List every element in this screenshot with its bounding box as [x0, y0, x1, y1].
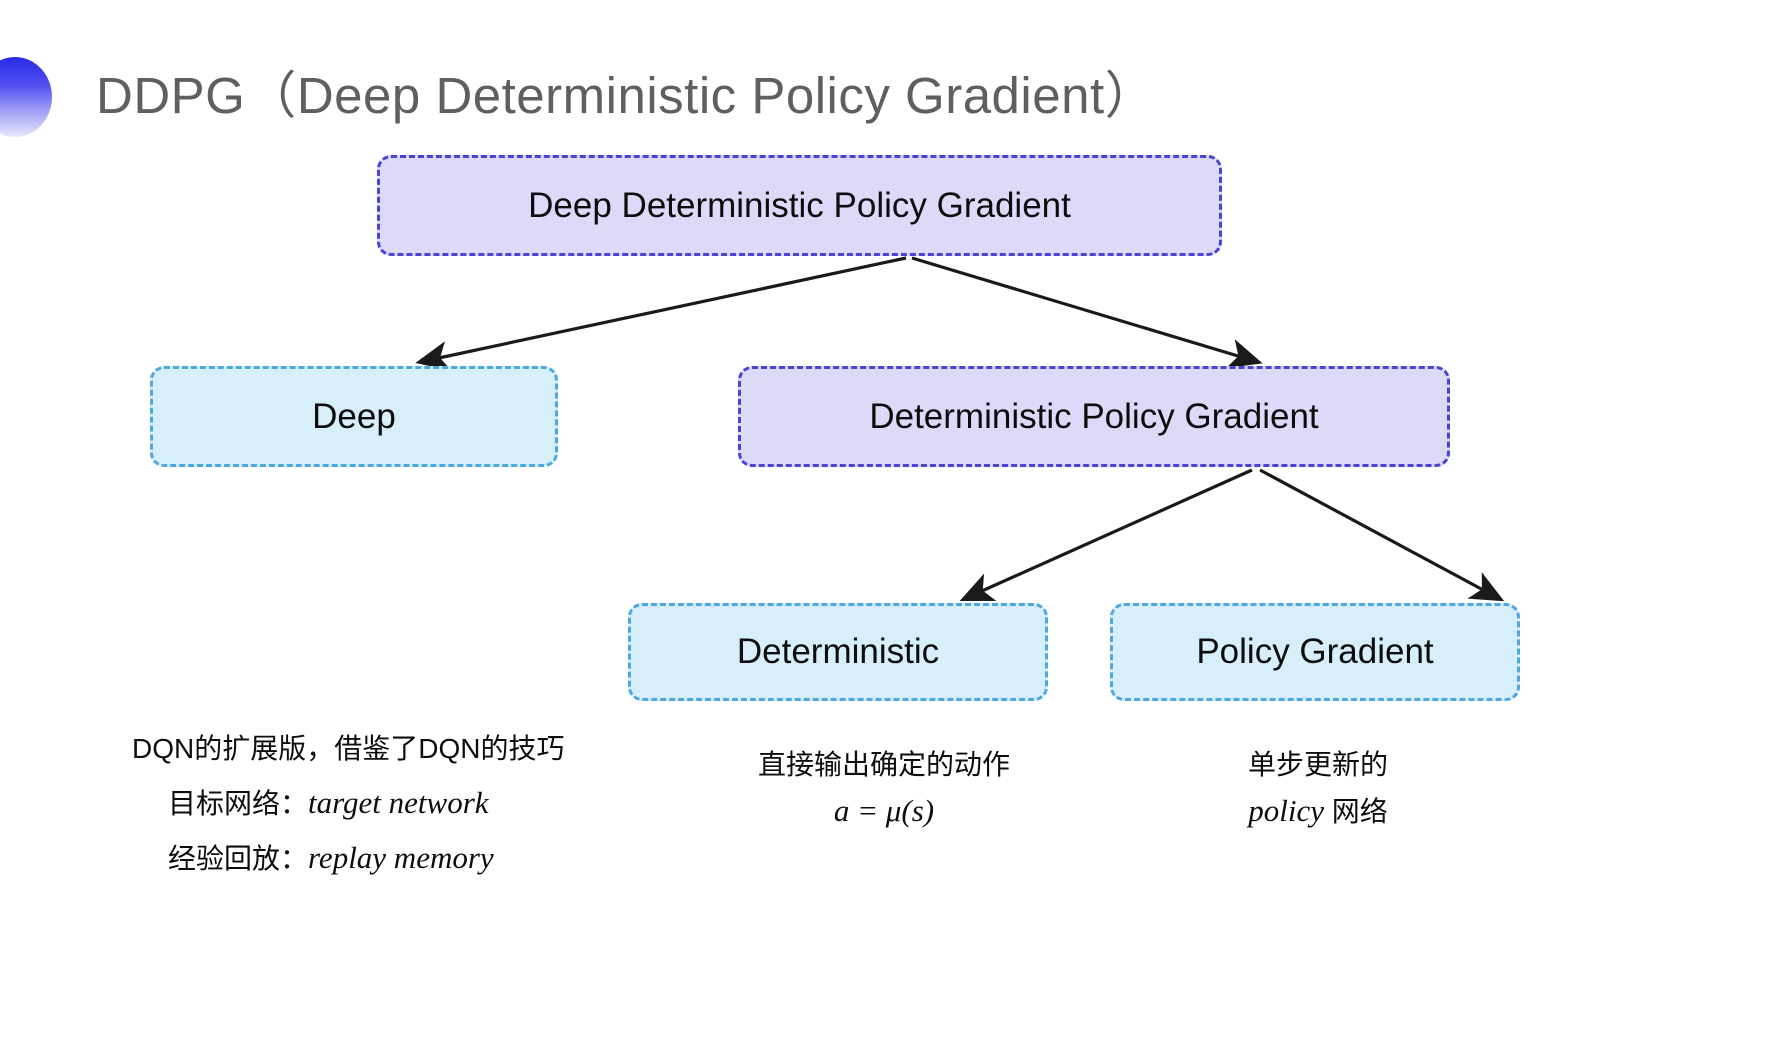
- node-label: Policy Gradient: [1196, 632, 1434, 671]
- annotation-line: 直接输出确定的动作: [757, 749, 1010, 780]
- node-deep[interactable]: Deep: [150, 366, 558, 467]
- annotation-term: replay memory: [308, 840, 494, 875]
- node-deterministic[interactable]: Deterministic: [628, 603, 1048, 701]
- annotation-line: 单步更新的: [1247, 749, 1388, 780]
- node-label: Deterministic Policy Gradient: [869, 396, 1319, 436]
- annotation-policy-gradient: 单步更新的 policy 网络: [1238, 742, 1398, 835]
- edge-root-to-deep: [415, 256, 907, 371]
- annotation-formula: a = μ(s): [833, 793, 935, 828]
- annotation-line: 经验回放：replay memory: [132, 831, 564, 886]
- edge-dpg-to-det: [959, 468, 1253, 601]
- node-label: Deterministic: [736, 632, 940, 671]
- annotation-line: DQN的扩展版，借鉴了DQN的技巧: [132, 733, 565, 764]
- node-deep-deterministic-policy-gradient[interactable]: Deep Deterministic Policy Gradient: [377, 155, 1222, 256]
- annotation-suffix: 网络: [1323, 796, 1388, 827]
- node-deterministic-policy-gradient[interactable]: Deterministic Policy Gradient: [738, 366, 1450, 467]
- annotation-label: 经验回放：: [168, 843, 309, 874]
- annotation-label: 目标网络：: [168, 788, 309, 819]
- annotation-deterministic: 直接输出确定的动作 a = μ(s): [744, 742, 1024, 834]
- annotation-line: 目标网络：target network: [132, 776, 564, 831]
- annotation-term: target network: [308, 785, 489, 820]
- node-label: Deep: [312, 396, 396, 436]
- annotation-term: policy: [1248, 793, 1324, 828]
- node-policy-gradient[interactable]: Policy Gradient: [1110, 603, 1520, 701]
- half-circle-gradient-bullet-icon: [0, 57, 52, 137]
- annotation-line: policy 网络: [1238, 788, 1398, 835]
- node-label: Deep Deterministic Policy Gradient: [528, 185, 1071, 225]
- annotation-deep: DQN的扩展版，借鉴了DQN的技巧 目标网络：target network 经验…: [132, 722, 564, 886]
- edge-dpg-to-pg: [1259, 468, 1505, 602]
- page-title: DDPG（Deep Deterministic Policy Gradient）: [96, 67, 1157, 124]
- edge-root-to-dpg: [911, 256, 1263, 369]
